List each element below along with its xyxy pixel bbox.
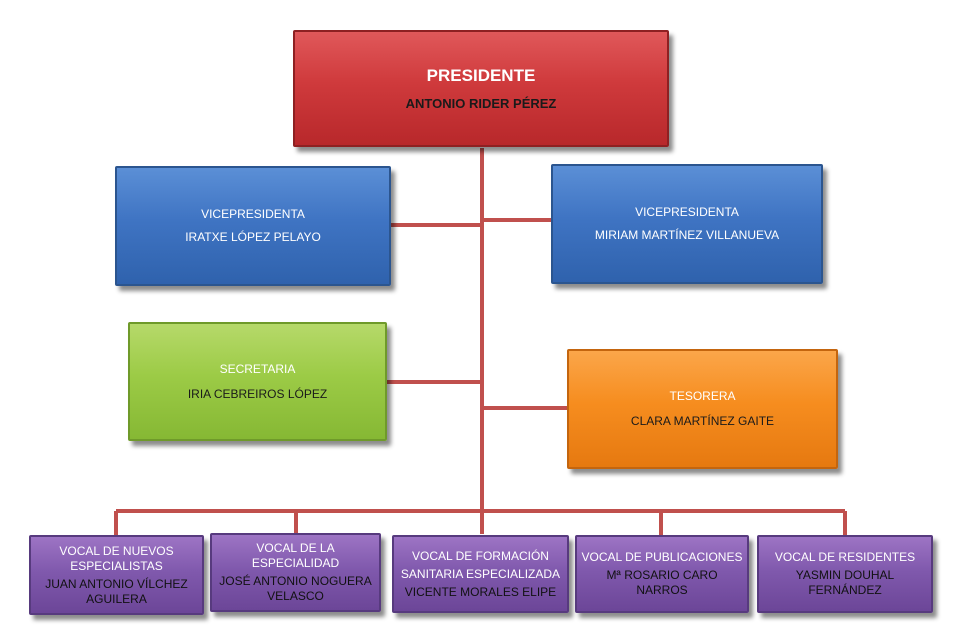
vocal-name: Mª ROSARIO CARO NARROS bbox=[606, 568, 718, 597]
president-role: PRESIDENTE bbox=[426, 65, 536, 85]
treasurer-box: TESORERA CLARA MARTÍNEZ GAITE bbox=[567, 349, 838, 469]
vocal-role: VOCAL DE LA ESPECIALIDAD bbox=[251, 541, 340, 570]
vocal-role: VOCAL DE NUEVOS ESPECIALISTAS bbox=[59, 543, 174, 573]
vicepresident-right-role: VICEPRESIDENTA bbox=[635, 205, 739, 219]
vicepresident-right-name: MIRIAM MARTÍNEZ VILLANUEVA bbox=[594, 228, 780, 242]
vocal-role: VOCAL DE FORMACIÓN bbox=[412, 548, 549, 563]
vocal-name: JOSÉ ANTONIO NOGUERA VELASCO bbox=[219, 574, 372, 603]
president-box: PRESIDENTE ANTONIO RIDER PÉREZ bbox=[293, 30, 669, 147]
secretary-box: SECRETARIA IRIA CEBREIROS LÓPEZ bbox=[128, 322, 387, 441]
vocal-role: VOCAL DE PUBLICACIONES bbox=[581, 550, 743, 564]
treasurer-name: CLARA MARTÍNEZ GAITE bbox=[630, 414, 775, 428]
vocal-name: YASMIN DOUHAL FERNÁNDEZ bbox=[795, 568, 895, 597]
vocal-box-training: VOCAL DE FORMACIÓN SANITARIA ESPECIALIZA… bbox=[392, 535, 569, 613]
vocal-box-specialty: VOCAL DE LA ESPECIALIDAD JOSÉ ANTONIO NO… bbox=[210, 533, 381, 612]
vicepresident-left-name: IRATXE LÓPEZ PELAYO bbox=[185, 230, 321, 244]
vicepresident-right-box: VICEPRESIDENTA MIRIAM MARTÍNEZ VILLANUEV… bbox=[551, 164, 823, 284]
vocal-role: VOCAL DE RESIDENTES bbox=[774, 550, 916, 564]
vocal-box-residents: VOCAL DE RESIDENTES YASMIN DOUHAL FERNÁN… bbox=[757, 535, 933, 613]
president-name: ANTONIO RIDER PÉREZ bbox=[405, 96, 557, 111]
treasurer-role: TESORERA bbox=[669, 389, 736, 403]
vocal-role-line2: SANITARIA ESPECIALIZADA bbox=[400, 566, 561, 581]
secretary-name: IRIA CEBREIROS LÓPEZ bbox=[187, 386, 328, 401]
secretary-role: SECRETARIA bbox=[219, 361, 296, 376]
vocal-box-publications: VOCAL DE PUBLICACIONES Mª ROSARIO CARO N… bbox=[575, 535, 749, 613]
vocal-name: JUAN ANTONIO VÍLCHEZ AGUILERA bbox=[45, 576, 188, 606]
vocal-name: VICENTE MORALES ELIPE bbox=[404, 584, 557, 599]
vocal-box-new-specialists: VOCAL DE NUEVOS ESPECIALISTAS JUAN ANTON… bbox=[29, 535, 204, 615]
vicepresident-left-role: VICEPRESIDENTA bbox=[201, 207, 305, 221]
vicepresident-left-box: VICEPRESIDENTA IRATXE LÓPEZ PELAYO bbox=[115, 166, 391, 286]
